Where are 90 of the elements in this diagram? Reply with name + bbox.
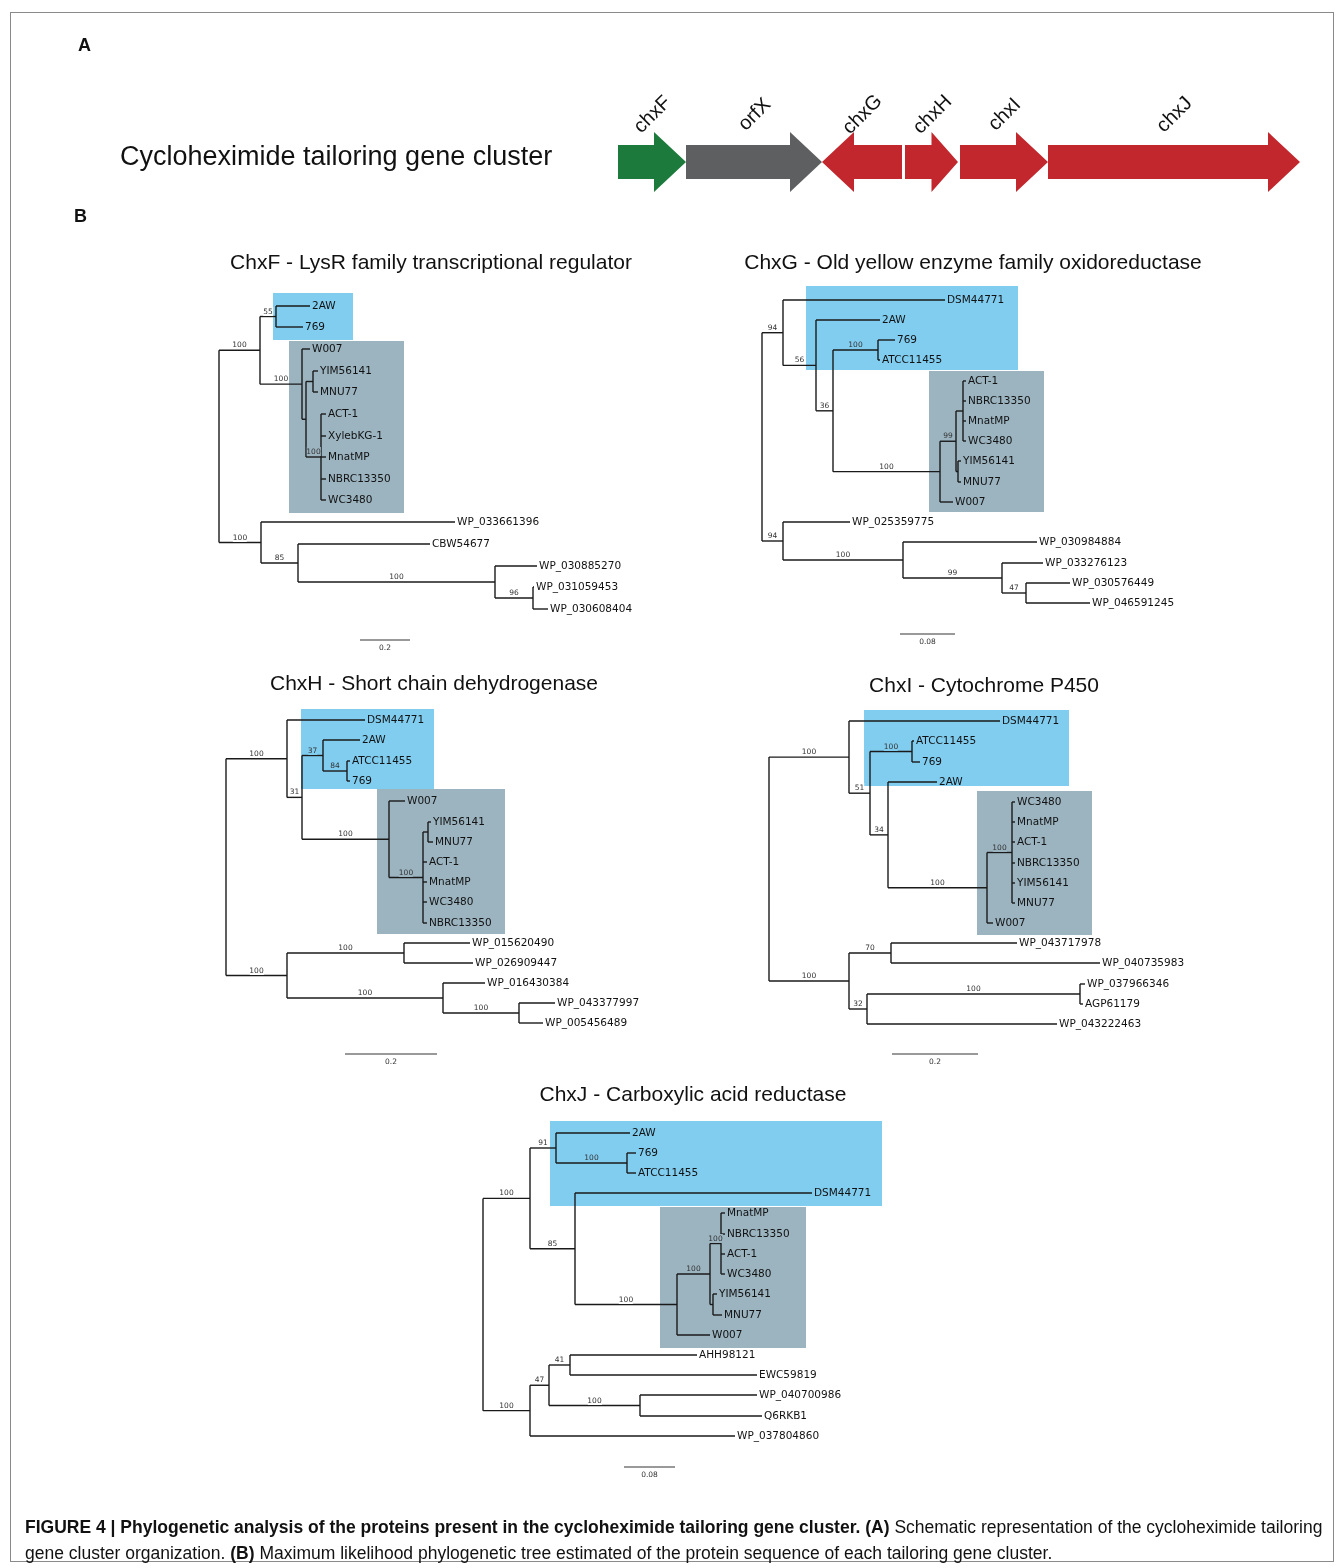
leaf-label: 2AW xyxy=(882,313,906,326)
leaf-label: W007 xyxy=(407,794,438,807)
leaf-label: 769 xyxy=(922,755,943,768)
leaf-label: WC3480 xyxy=(727,1267,772,1280)
leaf-label: NBRC13350 xyxy=(727,1227,790,1240)
tree-title: ChxJ - Carboxylic acid reductase xyxy=(539,1082,847,1106)
leaf-label: 769 xyxy=(638,1146,659,1159)
leaf-label: MNU77 xyxy=(1017,896,1055,909)
leaf-label: WP_037966346 xyxy=(1087,977,1170,990)
leaf-label: WP_030984884 xyxy=(1039,535,1122,548)
leaf-label: 769 xyxy=(897,333,918,346)
leaf-label: ACT-1 xyxy=(727,1247,758,1260)
leaf-label: 769 xyxy=(305,320,326,333)
gene-label: orfX xyxy=(732,92,776,136)
leaf-label: MnatMP xyxy=(727,1206,769,1219)
leaf-label: WP_015620490 xyxy=(472,936,555,949)
tree-title: ChxH - Short chain dehydrogenase xyxy=(270,671,598,695)
leaf-label: WC3480 xyxy=(429,895,474,908)
leaf-label: 2AW xyxy=(362,733,386,746)
leaf-label: W007 xyxy=(955,495,986,508)
leaf-label: WP_025359775 xyxy=(852,515,935,528)
leaf-label: WP_030608404 xyxy=(550,602,633,615)
leaf-label: MnatMP xyxy=(968,414,1010,427)
leaf-label: WC3480 xyxy=(1017,795,1062,808)
leaf-label: WP_030885270 xyxy=(539,559,622,572)
leaf-label: ACT-1 xyxy=(968,374,999,387)
leaf-label: DSM44771 xyxy=(814,1186,872,1199)
leaf-label: MNU77 xyxy=(724,1308,762,1321)
tree-title: ChxG - Old yellow enzyme family oxidoreductase xyxy=(744,250,1202,274)
leaf-label: WP_043222463 xyxy=(1059,1017,1142,1030)
leaf-label: 2AW xyxy=(632,1126,656,1139)
leaf-label: MnatMP xyxy=(429,875,471,888)
leaf-label: ATCC11455 xyxy=(882,353,943,366)
leaf-label: WP_046591245 xyxy=(1092,596,1175,609)
leaf-label: YIM56141 xyxy=(320,364,372,377)
leaf-label: MNU77 xyxy=(963,475,1001,488)
gene-label: chxI xyxy=(982,92,1026,136)
leaf-label: NBRC13350 xyxy=(1017,856,1080,869)
cluster-title: Cycloheximide tailoring gene cluster xyxy=(120,141,553,172)
leaf-label: ACT-1 xyxy=(328,407,359,420)
tree-title: ChxF - LysR family transcriptional regulator xyxy=(230,250,632,274)
leaf-label: WP_040735983 xyxy=(1102,956,1185,969)
panel-letter: A xyxy=(78,35,91,56)
leaf-label: NBRC13350 xyxy=(968,394,1031,407)
leaf-label: W007 xyxy=(995,916,1026,929)
panel-letter: B xyxy=(74,206,87,227)
leaf-label: DSM44771 xyxy=(947,293,1005,306)
leaf-label: WP_040700986 xyxy=(759,1388,842,1401)
leaf-label: DSM44771 xyxy=(367,713,425,726)
leaf-label: WP_005456489 xyxy=(545,1016,628,1029)
leaf-label: 769 xyxy=(352,774,373,787)
leaf-label: YIM56141 xyxy=(433,815,485,828)
leaf-label: MnatMP xyxy=(328,450,370,463)
leaf-label: WP_033661396 xyxy=(457,515,540,528)
leaf-label: AHH98121 xyxy=(699,1348,756,1361)
leaf-label: ATCC11455 xyxy=(638,1166,699,1179)
leaf-label: 2AW xyxy=(312,299,336,312)
leaf-label: YIM56141 xyxy=(963,454,1015,467)
leaf-label: AGP61179 xyxy=(1085,997,1140,1010)
leaf-label: W007 xyxy=(712,1328,743,1341)
leaf-label: EWC59819 xyxy=(759,1368,817,1381)
leaf-label: WP_043377997 xyxy=(557,996,640,1009)
leaf-label: WP_033276123 xyxy=(1045,556,1128,569)
figure-caption: FIGURE 4 | Phylogenetic analysis of the proteins present in the cycloheximide tailoring gene cluster. (A) Schematic representation of the cycloheximide tailoring gene cluster organization. (B) Maximum likelihood phylogenetic tree estimated of the protein sequence of each tailoring gene cluster. xyxy=(25,1516,1324,1565)
leaf-label: MNU77 xyxy=(435,835,473,848)
leaf-label: WP_026909447 xyxy=(475,956,558,969)
leaf-label: NBRC13350 xyxy=(429,916,492,929)
leaf-label: WP_043717978 xyxy=(1019,936,1102,949)
leaf-label: 2AW xyxy=(939,775,963,788)
leaf-label: WC3480 xyxy=(328,493,373,506)
leaf-label: WP_031059453 xyxy=(536,580,619,593)
leaf-label: W007 xyxy=(312,342,343,355)
leaf-label: WP_037804860 xyxy=(737,1429,820,1442)
leaf-label: WP_030576449 xyxy=(1072,576,1155,589)
leaf-label: MNU77 xyxy=(320,385,358,398)
leaf-label: WC3480 xyxy=(968,434,1013,447)
leaf-label: ATCC11455 xyxy=(916,734,977,747)
tree-title: ChxI - Cytochrome P450 xyxy=(869,673,1099,697)
leaf-label: XylebKG-1 xyxy=(328,429,383,442)
leaf-label: ACT-1 xyxy=(1017,835,1048,848)
leaf-label: WP_016430384 xyxy=(487,976,570,989)
leaf-label: CBW54677 xyxy=(432,537,490,550)
leaf-label: MnatMP xyxy=(1017,815,1059,828)
leaf-label: DSM44771 xyxy=(1002,714,1060,727)
leaf-label: ATCC11455 xyxy=(352,754,413,767)
leaf-label: Q6RKB1 xyxy=(764,1409,807,1422)
leaf-label: YIM56141 xyxy=(719,1287,771,1300)
leaf-label: ACT-1 xyxy=(429,855,460,868)
leaf-label: YIM56141 xyxy=(1017,876,1069,889)
leaf-label: NBRC13350 xyxy=(328,472,391,485)
